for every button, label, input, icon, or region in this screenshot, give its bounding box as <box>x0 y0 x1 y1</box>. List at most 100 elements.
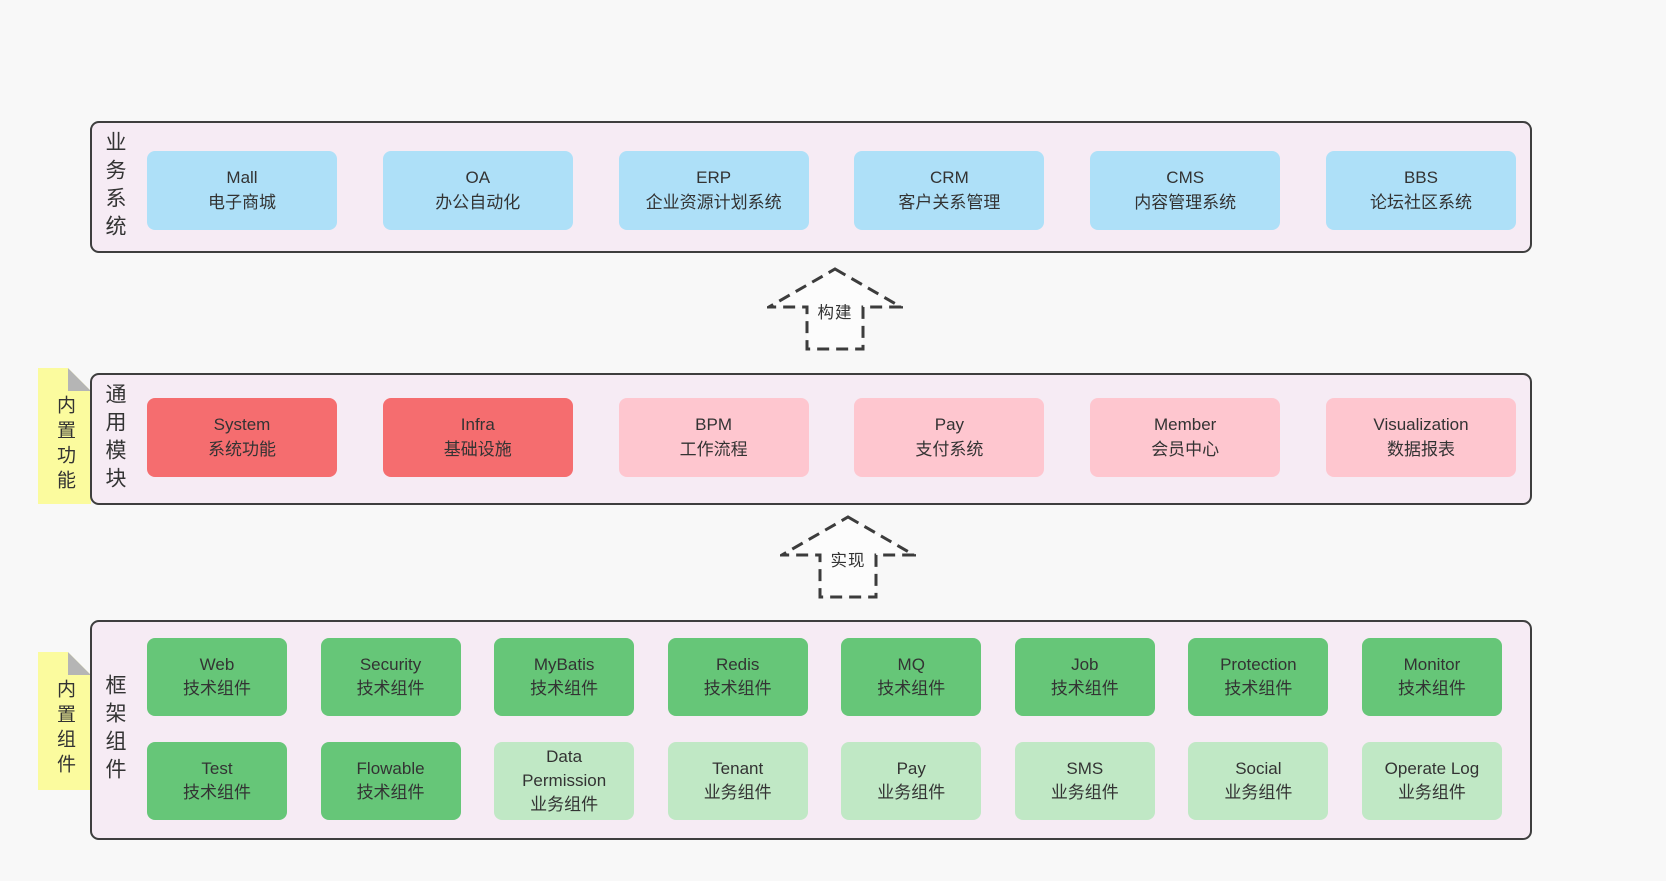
box-subtitle: 技术组件 <box>183 783 251 802</box>
box-subtitle: 数据报表 <box>1386 439 1455 459</box>
sticky-note-label: 内置功能 <box>54 395 75 495</box>
box-title: ERP <box>696 168 732 188</box>
box-subtitle: 技术组件 <box>1397 679 1466 698</box>
box-title: CMS <box>1166 168 1205 188</box>
box-visualization: Visualization 数据报表 <box>1325 398 1516 477</box>
box-tenant: Tenant 业务组件 <box>667 742 808 820</box>
box-subtitle: 技术组件 <box>183 679 251 698</box>
box-subtitle: 技术组件 <box>1224 679 1293 698</box>
box-title: Pay <box>934 415 965 435</box>
box-subtitle: 工作流程 <box>679 439 748 459</box>
box-operate-log: Operate Log 业务组件 <box>1361 742 1502 820</box>
box-title: Member <box>1154 415 1217 435</box>
box-cms: CMS 内容管理系统 <box>1090 151 1281 230</box>
box-subtitle: 业务组件 <box>530 795 599 815</box>
box-title: Tenant <box>712 758 764 778</box>
sticky-note-built-in-features: 内置功能 <box>38 368 91 504</box>
box-title: CRM <box>930 168 969 188</box>
box-title: Pay <box>896 758 926 778</box>
sticky-note-label: 内置组件 <box>54 679 75 779</box>
box-social: Social 业务组件 <box>1188 742 1329 820</box>
box-security: Security 技术组件 <box>320 638 461 716</box>
box-pay: Pay 支付系统 <box>854 398 1045 477</box>
box-pay-business: Pay 业务组件 <box>841 742 982 820</box>
box-subtitle: 论坛社区系统 <box>1369 192 1472 212</box>
box-title: Web <box>199 654 235 674</box>
box-job: Job 技术组件 <box>1014 638 1155 716</box>
sticky-note-built-in-components: 内置组件 <box>38 652 91 790</box>
band-label-framework-components: 框架组件 <box>103 674 126 786</box>
box-subtitle: 会员中心 <box>1151 439 1220 459</box>
band-label-common-modules: 通用模块 <box>103 383 126 495</box>
box-title: MyBatis <box>533 654 595 674</box>
band-business-systems: 业务系统 Mall 电子商城 OA 办公自动化 ERP 企业资源计划系统 CRM… <box>90 121 1532 253</box>
framework-components-row-2: Test 技术组件 Flowable 技术组件 Data Permission … <box>147 742 1502 820</box>
box-title: Social <box>1235 758 1282 778</box>
band-framework-components: 框架组件 Web 技术组件 Security 技术组件 MyBatis 技术组件… <box>90 620 1532 840</box>
box-title: BBS <box>1403 168 1438 188</box>
box-title: OA <box>465 168 491 188</box>
box-title: Job <box>1071 654 1099 674</box>
box-subtitle: 技术组件 <box>703 679 772 698</box>
box-oa: OA 办公自动化 <box>382 151 573 230</box>
box-web: Web 技术组件 <box>147 638 287 716</box>
box-subtitle: 业务组件 <box>1050 783 1119 802</box>
box-subtitle: 支付系统 <box>915 439 984 459</box>
box-title: Flowable <box>356 758 425 778</box>
box-sms: SMS 业务组件 <box>1014 742 1155 820</box>
box-subtitle: 企业资源计划系统 <box>645 192 782 212</box>
box-system: System 系统功能 <box>147 398 337 477</box>
box-subtitle: 办公自动化 <box>435 192 521 212</box>
box-title: System <box>213 415 271 435</box>
box-subtitle: 基础设施 <box>443 439 512 459</box>
box-subtitle: 电子商城 <box>208 192 276 212</box>
up-arrow-icon <box>780 515 916 599</box>
box-title: Mall <box>226 168 258 188</box>
box-subtitle: 业务组件 <box>877 783 946 802</box>
up-arrow-icon <box>767 267 903 351</box>
build-arrow: 构建 <box>767 266 903 352</box>
folded-corner-icon <box>68 652 91 675</box>
box-mall: Mall 电子商城 <box>147 151 337 230</box>
box-title: Test <box>201 758 233 778</box>
box-subtitle: 技术组件 <box>356 783 425 802</box>
build-arrow-label: 构建 <box>817 304 853 322</box>
box-subtitle: 技术组件 <box>877 679 946 698</box>
box-test: Test 技术组件 <box>147 742 287 820</box>
box-title: SMS <box>1066 758 1104 778</box>
box-subtitle: 技术组件 <box>1050 679 1119 698</box>
band-common-modules: 通用模块 System 系统功能 Infra 基础设施 BPM 工作流程 Pay… <box>90 373 1532 505</box>
box-title: MQ <box>897 654 925 674</box>
box-title: BPM <box>695 415 733 435</box>
box-title: Operate Log <box>1384 758 1480 778</box>
box-subtitle: 技术组件 <box>530 679 599 698</box>
box-title: Visualization <box>1373 415 1469 435</box>
box-title: Security <box>359 654 422 674</box>
framework-components-row-1: Web 技术组件 Security 技术组件 MyBatis 技术组件 Redi… <box>147 638 1502 716</box>
box-bbs: BBS 论坛社区系统 <box>1325 151 1516 230</box>
box-title: Monitor <box>1403 654 1461 674</box>
implement-arrow-label: 实现 <box>830 552 866 570</box>
box-flowable: Flowable 技术组件 <box>320 742 461 820</box>
box-infra: Infra 基础设施 <box>382 398 573 477</box>
box-title: Protection <box>1220 654 1297 674</box>
box-crm: CRM 客户关系管理 <box>854 151 1045 230</box>
box-subtitle: 内容管理系统 <box>1134 192 1237 212</box>
folded-corner-icon <box>68 368 91 391</box>
box-mq: MQ 技术组件 <box>841 638 982 716</box>
box-data-permission: Data Permission 业务组件 <box>494 742 635 820</box>
box-erp: ERP 企业资源计划系统 <box>618 151 809 230</box>
implement-arrow: 实现 <box>780 514 916 600</box>
box-subtitle: 系统功能 <box>208 439 276 459</box>
box-subtitle: 技术组件 <box>356 679 425 698</box>
box-subtitle: 客户关系管理 <box>898 192 1001 212</box>
band-label-business-systems: 业务系统 <box>103 131 126 243</box>
box-mybatis: MyBatis 技术组件 <box>494 638 635 716</box>
common-modules-row: System 系统功能 Infra 基础设施 BPM 工作流程 Pay 支付系统… <box>147 398 1516 477</box>
box-subtitle: 业务组件 <box>703 783 772 802</box>
box-redis: Redis 技术组件 <box>667 638 808 716</box>
box-title: Data Permission <box>522 746 607 790</box>
box-protection: Protection 技术组件 <box>1188 638 1329 716</box>
box-subtitle: 业务组件 <box>1224 783 1293 802</box>
